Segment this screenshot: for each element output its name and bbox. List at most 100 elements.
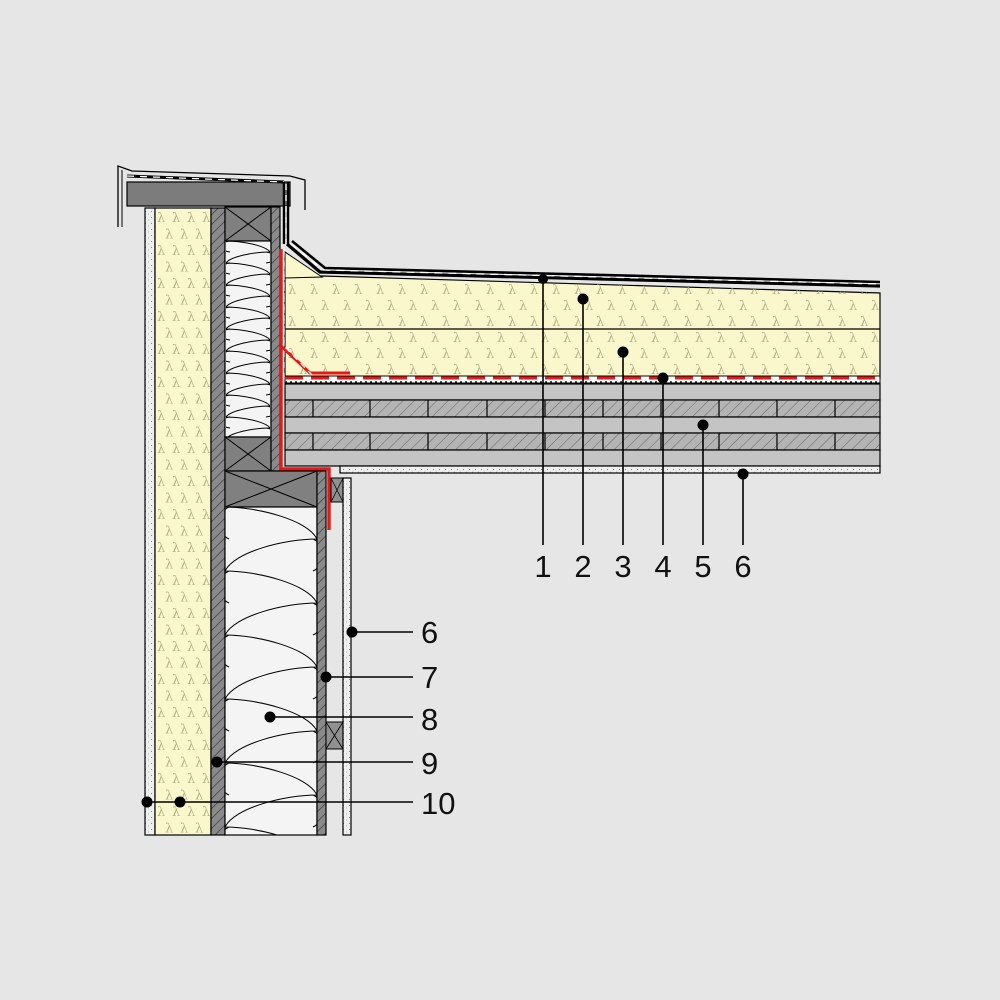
lambda-symbol: λ: [596, 347, 604, 362]
lambda-symbol: λ: [442, 315, 450, 330]
lambda-symbol: λ: [475, 299, 483, 314]
lambda-symbol: λ: [453, 331, 461, 346]
lambda-symbol: λ: [157, 838, 165, 853]
lambda-symbol: λ: [805, 299, 813, 314]
lambda-symbol: λ: [409, 363, 417, 378]
lambda-symbol: λ: [172, 640, 180, 655]
lambda-symbol: λ: [195, 294, 203, 309]
lambda-symbol: λ: [662, 315, 670, 330]
lambda-symbol: λ: [180, 459, 188, 474]
lambda-symbol: λ: [398, 347, 406, 362]
lambda-symbol: λ: [299, 331, 307, 346]
lambda-symbol: λ: [165, 855, 173, 870]
lambda-symbol: λ: [195, 393, 203, 408]
lambda-symbol: λ: [332, 347, 340, 362]
lambda-symbol: λ: [165, 723, 173, 738]
lambda-symbol: λ: [574, 315, 582, 330]
lambda-symbol: λ: [202, 673, 210, 688]
lambda-symbol: λ: [187, 838, 195, 853]
lambda-symbol: λ: [442, 347, 450, 362]
lambda-symbol: λ: [607, 363, 615, 378]
lambda-symbol: λ: [651, 331, 659, 346]
lambda-symbol: λ: [684, 347, 692, 362]
lambda-symbol: λ: [180, 393, 188, 408]
lambda-symbol: λ: [486, 347, 494, 362]
roof-label-4: 4: [654, 549, 671, 584]
lambda-symbol: λ: [202, 739, 210, 754]
lambda-symbol: λ: [187, 211, 195, 226]
lambda-symbol: λ: [794, 315, 802, 330]
lambda-symbol: λ: [640, 315, 648, 330]
lambda-symbol: λ: [187, 772, 195, 787]
lambda-symbol: λ: [585, 299, 593, 314]
lambda-symbol: λ: [172, 343, 180, 358]
lambda-symbol: λ: [195, 657, 203, 672]
lambda-symbol: λ: [827, 331, 835, 346]
lambda-symbol: λ: [157, 343, 165, 358]
lambda-symbol: λ: [442, 283, 450, 298]
lambda-symbol: λ: [195, 789, 203, 804]
lambda-symbol: λ: [165, 393, 173, 408]
lambda-symbol: λ: [475, 331, 483, 346]
lambda-symbol: λ: [640, 283, 648, 298]
lambda-symbol: λ: [172, 706, 180, 721]
lambda-symbol: λ: [321, 331, 329, 346]
lambda-symbol: λ: [574, 283, 582, 298]
lambda-symbol: λ: [629, 331, 637, 346]
lambda-symbol: λ: [816, 347, 824, 362]
lambda-symbol: λ: [728, 315, 736, 330]
lambda-symbol: λ: [202, 409, 210, 424]
lambda-symbol: λ: [187, 475, 195, 490]
lambda-symbol: λ: [195, 558, 203, 573]
lambda-symbol: λ: [519, 299, 527, 314]
lambda-symbol: λ: [172, 574, 180, 589]
lambda-symbol: λ: [772, 315, 780, 330]
lambda-symbol: λ: [849, 363, 857, 378]
lambda-symbol: λ: [420, 283, 428, 298]
lambda-symbol: λ: [673, 331, 681, 346]
lambda-symbol: λ: [662, 347, 670, 362]
lambda-symbol: λ: [299, 299, 307, 314]
lambda-symbol: λ: [519, 331, 527, 346]
lambda-symbol: λ: [717, 363, 725, 378]
lambda-symbol: λ: [195, 591, 203, 606]
lambda-symbol: λ: [761, 331, 769, 346]
lambda-symbol: λ: [860, 315, 868, 330]
lambda-symbol: λ: [195, 459, 203, 474]
lambda-symbol: λ: [486, 283, 494, 298]
lambda-symbol: λ: [431, 299, 439, 314]
lambda-symbol: λ: [563, 331, 571, 346]
lambda-symbol: λ: [365, 299, 373, 314]
lambda-symbol: λ: [552, 347, 560, 362]
lambda-symbol: λ: [684, 283, 692, 298]
lambda-symbol: λ: [180, 591, 188, 606]
lambda-symbol: λ: [180, 261, 188, 276]
lambda-symbol: λ: [157, 310, 165, 325]
lambda-symbol: λ: [172, 211, 180, 226]
lambda-symbol: λ: [706, 347, 714, 362]
lambda-symbol: λ: [172, 442, 180, 457]
lambda-symbol: λ: [180, 756, 188, 771]
lambda-symbol: λ: [783, 363, 791, 378]
lambda-symbol: λ: [202, 442, 210, 457]
lambda-symbol: λ: [187, 574, 195, 589]
lambda-symbol: λ: [739, 363, 747, 378]
roof-label-5: 5: [694, 549, 711, 584]
lambda-symbol: λ: [343, 299, 351, 314]
lambda-symbol: λ: [728, 283, 736, 298]
lambda-symbol: λ: [180, 294, 188, 309]
lambda-symbol: λ: [717, 331, 725, 346]
lambda-symbol: λ: [596, 315, 604, 330]
lambda-symbol: λ: [871, 299, 879, 314]
lambda-symbol: λ: [202, 343, 210, 358]
ceiling-lining: [339, 465, 881, 474]
lambda-symbol: λ: [464, 315, 472, 330]
lambda-symbol: λ: [563, 299, 571, 314]
wall-leader-dots: [141, 626, 358, 808]
lambda-symbol: λ: [497, 299, 505, 314]
lambda-symbol: λ: [376, 283, 384, 298]
lambda-symbol: λ: [172, 739, 180, 754]
lambda-symbol: λ: [180, 690, 188, 705]
